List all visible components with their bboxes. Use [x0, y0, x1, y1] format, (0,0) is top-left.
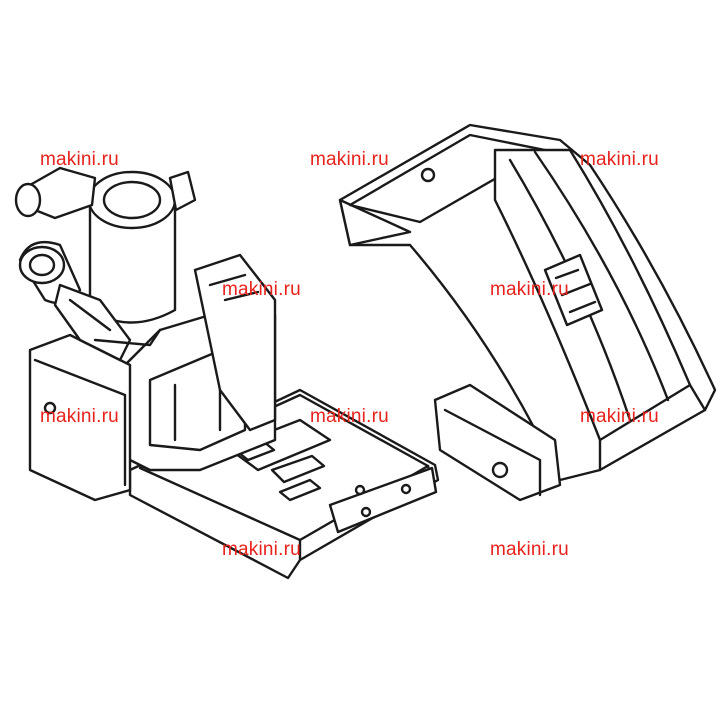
side-block — [28, 333, 132, 502]
watermark-text: makini.ru — [310, 149, 389, 170]
upright-bracket — [193, 253, 277, 432]
cover-front-edge — [598, 383, 707, 472]
foot-slot-inner — [278, 478, 322, 502]
cover-lower-plate-face — [443, 408, 542, 497]
screw-icon — [400, 483, 412, 495]
foot-front-bar — [328, 466, 438, 534]
clamp-ear-right — [168, 170, 197, 212]
watermark-text: makini.ru — [40, 406, 119, 427]
watermark-text: makini.ru — [490, 279, 569, 300]
screw-head-icon — [14, 182, 42, 218]
clamp-cylinder-bore — [102, 180, 162, 220]
watermark-text: makini.ru — [222, 539, 301, 560]
foot-slot-inner — [270, 454, 326, 484]
watermark-text: makini.ru — [580, 406, 659, 427]
cover-top-lip — [338, 198, 412, 247]
screw-icon — [491, 461, 509, 479]
watermark-text: makini.ru — [40, 149, 119, 170]
pivot-cylinder-bore — [28, 253, 56, 277]
screw-icon — [420, 167, 436, 183]
presser-foot-cover — [338, 123, 717, 502]
watermark-text: makini.ru — [490, 539, 569, 560]
watermark-text: makini.ru — [310, 406, 389, 427]
presser-foot-assembly — [14, 166, 440, 580]
screw-icon — [354, 484, 366, 496]
watermark-text: makini.ru — [580, 149, 659, 170]
screw-icon — [360, 506, 372, 518]
cover-slot-inner — [554, 268, 597, 314]
screw-icon — [43, 401, 57, 415]
watermark-text: makini.ru — [222, 279, 301, 300]
cover-lower-plate — [433, 383, 562, 502]
side-block-face — [33, 358, 127, 487]
connecting-arm-detail — [68, 298, 162, 347]
upright-bracket-slot — [208, 273, 260, 302]
